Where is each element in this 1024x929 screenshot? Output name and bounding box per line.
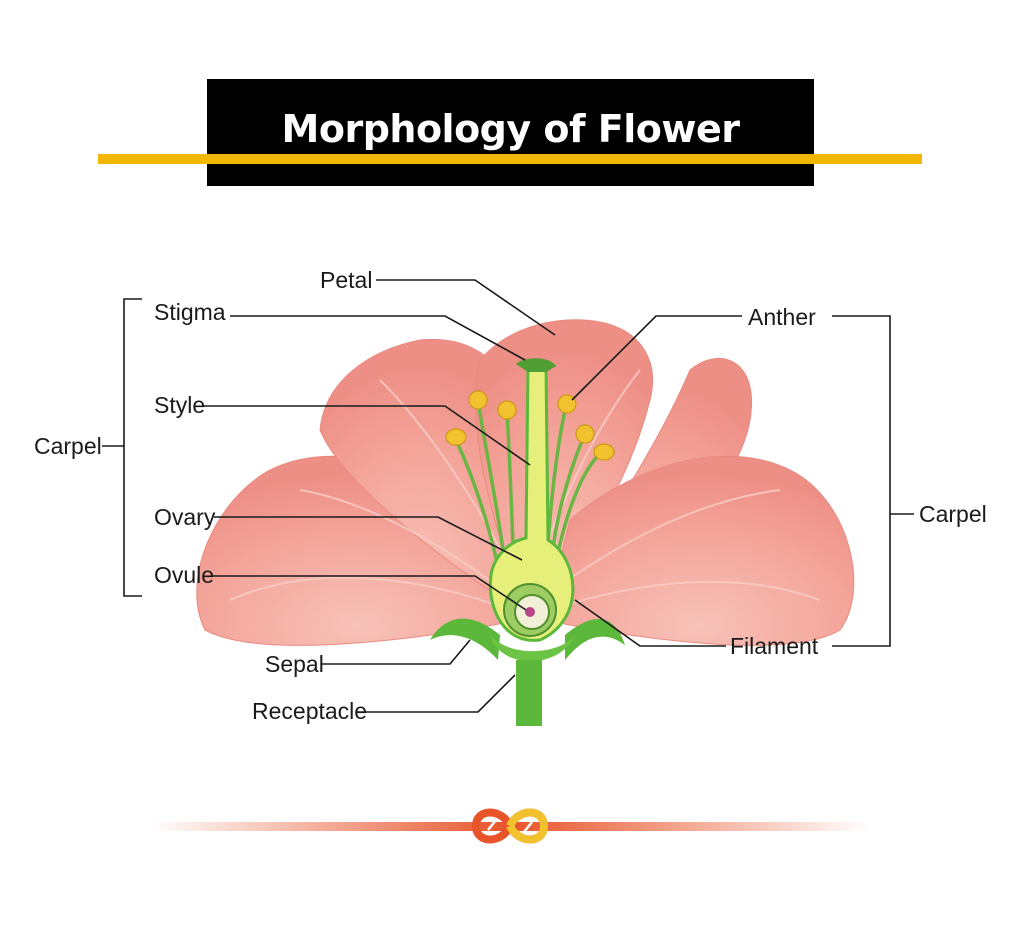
label-petal: Petal	[320, 267, 372, 293]
title-stripe	[98, 154, 922, 164]
leader-sepal	[322, 639, 471, 665]
ovule-nucleus	[525, 607, 535, 617]
leader-stigma	[230, 315, 526, 361]
label-sepal: Sepal	[265, 651, 324, 677]
petal-left-back	[319, 338, 521, 611]
leader-anther	[571, 315, 742, 401]
label-anther: Anther	[748, 304, 816, 330]
leader-style	[202, 405, 531, 466]
stigma-head	[516, 358, 556, 372]
page-title: Morphology of Flower	[281, 107, 740, 151]
label-style: Style	[154, 392, 205, 418]
anther-icon	[575, 424, 595, 444]
anthers	[445, 390, 615, 461]
sepal-right	[565, 618, 625, 660]
anther-icon	[593, 443, 615, 461]
title-banner	[207, 79, 814, 186]
label-ovary: Ovary	[154, 504, 216, 530]
anther-icon	[468, 390, 488, 410]
label-filament: Filament	[730, 633, 819, 659]
leader-receptacle	[356, 674, 516, 713]
pistil	[488, 358, 575, 642]
receptacle-base	[490, 635, 575, 662]
sepal-receptacle	[430, 618, 625, 726]
leader-ovule	[212, 575, 527, 611]
leader-petal	[376, 279, 556, 336]
anther-icon	[445, 428, 467, 446]
carpel-left-bracket	[102, 298, 142, 597]
stem	[516, 660, 542, 726]
petals	[196, 319, 855, 646]
petal-right-outer	[544, 455, 855, 646]
sepal-left	[430, 618, 500, 660]
label-carpel-left: Carpel	[34, 433, 102, 459]
label-carpel-right: Carpel	[919, 501, 987, 527]
label-stigma: Stigma	[154, 299, 226, 325]
label-receptacle: Receptacle	[252, 698, 367, 724]
carpel-right-bracket	[832, 315, 914, 647]
anther-icon	[497, 400, 517, 420]
infinity-logo-icon	[471, 808, 549, 844]
leader-filament	[574, 599, 726, 647]
label-ovule: Ovule	[154, 562, 214, 588]
leader-ovary	[214, 516, 523, 561]
